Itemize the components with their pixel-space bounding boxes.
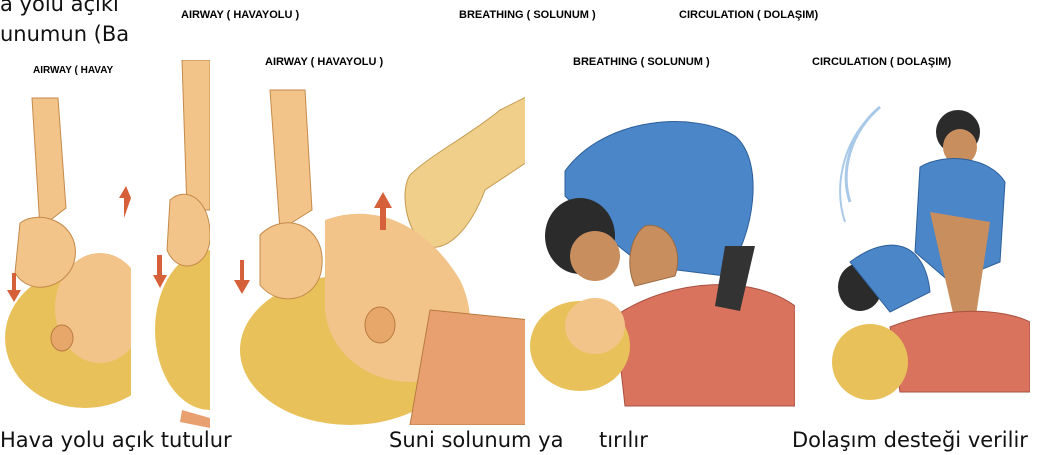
main-label-breathing: BREATHING ( SOLUNUM ) bbox=[573, 56, 710, 68]
caption-breathing-part2: tırılır bbox=[599, 428, 648, 452]
panel1-label: AIRWAY ( HAVAY bbox=[33, 65, 113, 76]
airway-image bbox=[230, 80, 560, 425]
top-label-breathing: BREATHING ( SOLUNUM ) bbox=[459, 9, 596, 21]
top-label-circulation: CIRCULATION ( DOLAŞIM) bbox=[679, 9, 818, 21]
top-text-line2: unumun (Ba bbox=[0, 22, 129, 46]
main-label-airway: AIRWAY ( HAVAYOLU ) bbox=[265, 56, 383, 68]
main-label-circulation: CIRCULATION ( DOLAŞIM) bbox=[812, 56, 951, 68]
top-label-airway: AIRWAY ( HAVAYOLU ) bbox=[181, 9, 299, 21]
caption-airway: Hava yolu açık tutulur bbox=[0, 428, 232, 452]
airway-image-partial-2 bbox=[152, 60, 210, 428]
circulation-image bbox=[830, 92, 1030, 412]
caption-breathing-part1: Suni solunum ya bbox=[389, 428, 563, 452]
caption-circulation: Dolaşım desteği verilir bbox=[792, 428, 1028, 452]
breathing-image bbox=[525, 76, 795, 431]
top-text-line1: a yolu açıkl bbox=[0, 0, 119, 16]
airway-image-partial-1: AIRWAY ( HAVAY bbox=[0, 58, 131, 410]
